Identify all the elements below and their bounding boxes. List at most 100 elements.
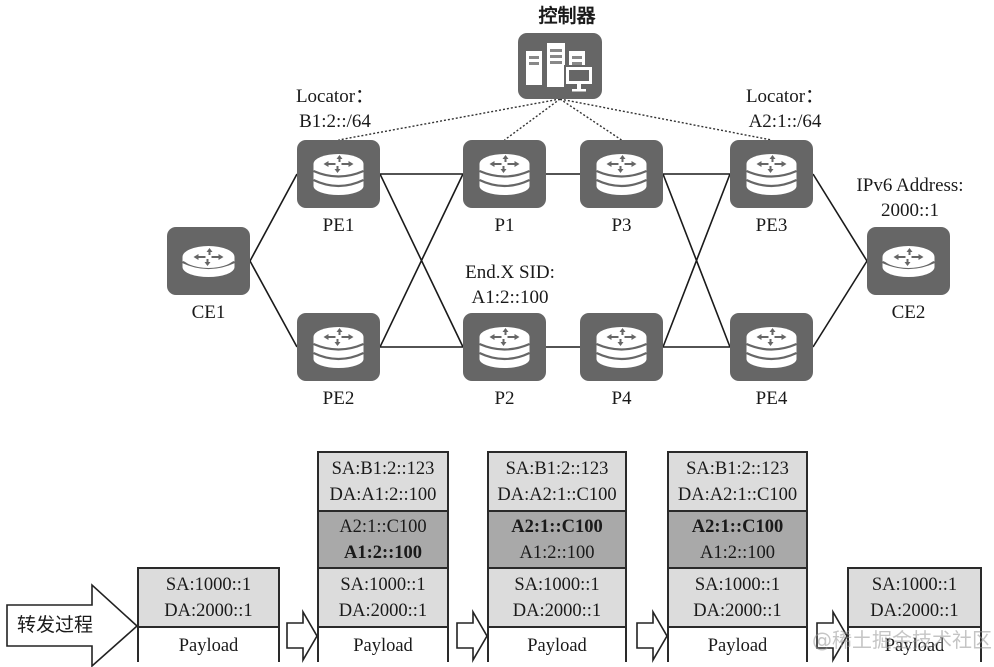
payload-section: Payload <box>319 628 447 664</box>
router-node-p1 <box>463 140 546 208</box>
router-icon <box>746 327 797 368</box>
controller-link-p3 <box>559 98 622 141</box>
link-ce1-pe2 <box>249 260 298 348</box>
address-text: DA:A2:1::C100 <box>677 484 798 505</box>
pe3-locator-title: Locator： <box>745 86 825 107</box>
link-pe4-ce2 <box>812 260 868 348</box>
router-icon <box>479 327 530 368</box>
router-label-pe1: PE1 <box>322 215 355 236</box>
payload-label: Payload <box>707 636 768 656</box>
router-icon <box>479 154 530 195</box>
controller-label: 控制器 <box>538 5 596 27</box>
payload-section: Payload <box>489 628 625 664</box>
router-label-pe4: PE4 <box>755 388 788 409</box>
payload-label: Payload <box>178 636 239 656</box>
address-text: A1:2::100 <box>519 542 595 563</box>
pe3-locator-value: A2:1::/64 <box>748 111 822 132</box>
pe1-locator-value: B1:2::/64 <box>299 111 371 132</box>
router-icon <box>746 154 797 195</box>
address-text: SA:1000::1 <box>514 574 600 595</box>
router-icon <box>596 327 647 368</box>
payload-label: Payload <box>353 636 413 656</box>
router-icon <box>882 246 935 277</box>
ce2-address-value: 2000::1 <box>880 200 940 221</box>
payload-label: Payload <box>527 636 587 656</box>
router-label-ce2: CE2 <box>891 302 926 323</box>
forwarding-process-arrow <box>6 583 139 667</box>
router-node-ce2 <box>867 227 950 295</box>
watermark: @稀土掘金技术社区 <box>812 628 992 652</box>
router-node-pe2 <box>297 313 380 381</box>
server-monitor-icon <box>526 43 594 92</box>
router-label-ce1: CE1 <box>191 302 226 323</box>
router-node-p4 <box>580 313 663 381</box>
link-pe3-ce2 <box>812 173 868 262</box>
payload-section: Payload <box>669 628 806 664</box>
router-node-pe1 <box>297 140 380 208</box>
address-text: SA:1000::1 <box>871 574 958 595</box>
payload-label: Payload <box>884 636 945 656</box>
address-text: SA:1000::1 <box>340 574 426 595</box>
payload-section: Payload <box>139 628 278 664</box>
hop-arrow-3 <box>636 609 668 663</box>
router-icon <box>182 246 235 277</box>
hop-arrow-1 <box>286 609 318 663</box>
address-text: A2:1::C100 <box>691 516 784 537</box>
link-pe2-p1 <box>379 173 464 348</box>
router-node-ce1 <box>167 227 250 295</box>
router-node-p2 <box>463 313 546 381</box>
router-label-pe3: PE3 <box>755 215 788 236</box>
payload-section: Payload <box>849 628 980 664</box>
router-icon <box>596 154 647 195</box>
address-text: SA:B1:2::123 <box>505 458 609 479</box>
address-text: A2:1::C100 <box>511 516 603 537</box>
router-label-p1: P1 <box>494 215 515 236</box>
address-text: A1:2::100 <box>343 542 423 563</box>
address-text: DA:2000::1 <box>870 600 959 621</box>
address-text: A1:2::100 <box>699 542 776 563</box>
address-text: SA:1000::1 <box>165 574 252 595</box>
p2-endx-sid-title: End.X SID: <box>465 262 555 283</box>
address-text: DA:2000::1 <box>338 600 428 621</box>
router-node-p3 <box>580 140 663 208</box>
hop-arrow-2 <box>456 609 488 663</box>
controller-link-p1 <box>504 98 561 141</box>
p2-endx-sid-value: A1:2::100 <box>471 287 549 308</box>
address-text: DA:2000::1 <box>164 600 253 621</box>
address-text: A2:1::C100 <box>339 516 427 537</box>
router-label-p2: P2 <box>494 388 515 409</box>
link-p4-pe3 <box>662 173 731 348</box>
address-text: SA:B1:2::123 <box>331 458 435 479</box>
address-text: DA:2000::1 <box>693 600 782 621</box>
address-text: DA:2000::1 <box>512 600 602 621</box>
router-label-p4: P4 <box>611 388 632 409</box>
router-icon <box>313 327 364 368</box>
router-node-pe3 <box>730 140 813 208</box>
hop-arrow-4 <box>816 609 848 663</box>
address-text: SA:1000::1 <box>694 574 781 595</box>
pe1-locator-title: Locator： <box>295 86 375 107</box>
ce2-address-title: IPv6 Address: <box>856 175 964 196</box>
forwarding-process-label: 转发过程 <box>16 614 93 636</box>
controller-node <box>518 33 602 99</box>
link-ce1-pe1 <box>249 173 298 262</box>
address-text: SA:B1:2::123 <box>686 458 789 479</box>
